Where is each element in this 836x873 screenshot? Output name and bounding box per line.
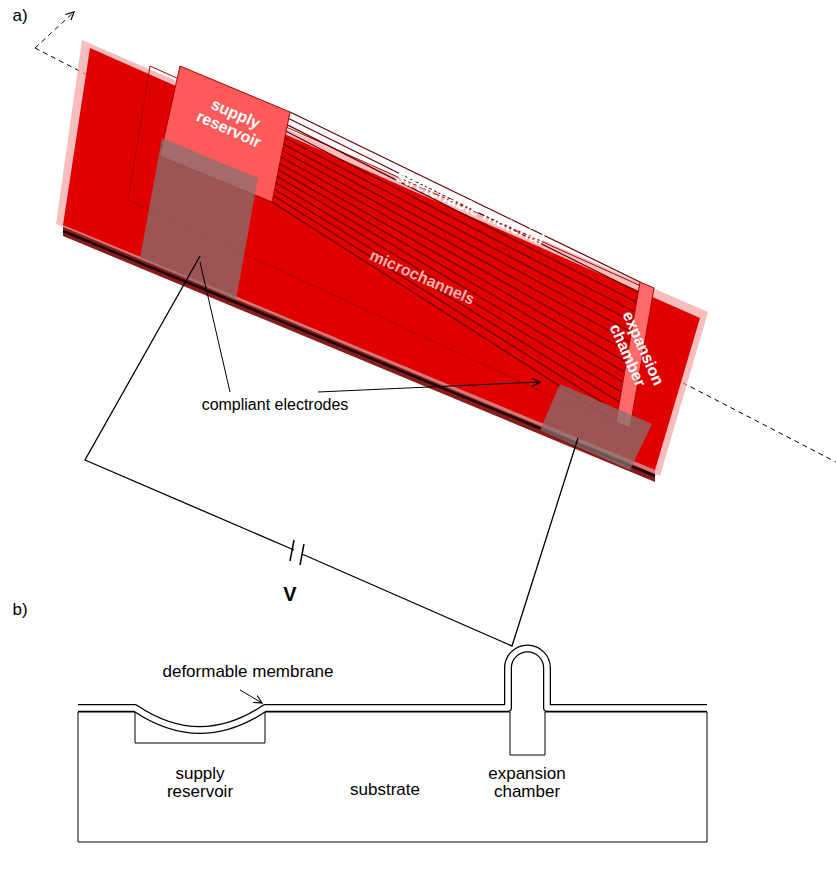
signal-name: V xyxy=(275,584,305,605)
part-letter: a) xyxy=(0,7,40,25)
microchannel xyxy=(284,144,632,332)
microchannel xyxy=(281,157,628,352)
channel-region xyxy=(128,66,650,430)
microchannel xyxy=(285,138,633,322)
microchannel xyxy=(282,151,629,342)
substrate-outline xyxy=(78,712,707,842)
part-letter: b) xyxy=(0,601,40,619)
part-name: supply reservoir xyxy=(145,765,255,801)
leader-line xyxy=(318,382,540,392)
part-name: compliant electrodes xyxy=(175,397,375,414)
deformable-membrane xyxy=(78,649,707,730)
leader-line xyxy=(240,690,262,703)
slab-outer-layer xyxy=(56,40,708,476)
compliant-electrode xyxy=(540,384,652,470)
microchannel xyxy=(273,196,617,412)
part-name: substrate xyxy=(325,781,445,799)
microchannels xyxy=(272,112,640,422)
microchannel xyxy=(276,183,621,392)
deformable-membrane-fill xyxy=(78,649,707,730)
battery-plate xyxy=(290,540,294,561)
stretchable-slab xyxy=(63,48,700,470)
part-name: expansion chamber xyxy=(467,765,587,801)
section-arrow xyxy=(35,12,74,48)
part-name: deformable membrane xyxy=(133,663,363,681)
microchannel xyxy=(289,118,639,292)
compliant-electrode xyxy=(140,138,258,300)
leader-line xyxy=(200,262,230,392)
microchannel xyxy=(290,112,640,282)
wire xyxy=(302,438,578,646)
microchannel xyxy=(275,189,620,402)
